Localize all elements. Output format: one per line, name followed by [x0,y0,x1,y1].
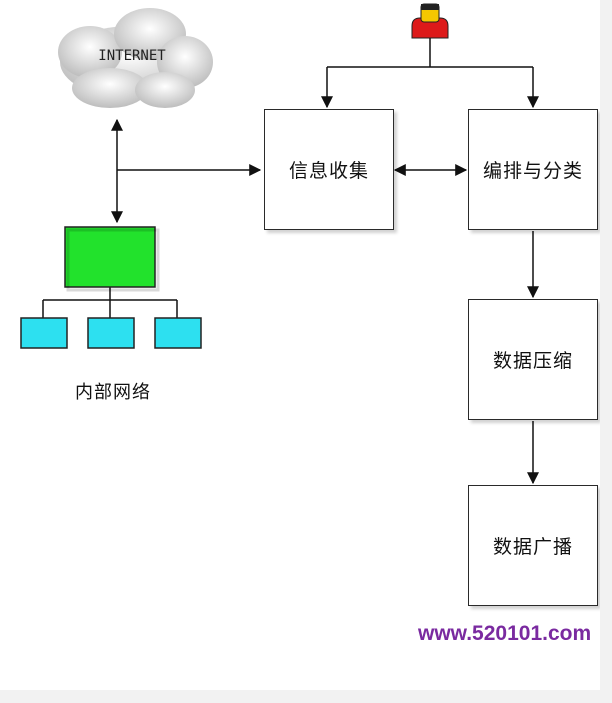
data-broadcast-label: 数据广播 [492,536,573,558]
frame-edge-bottom [0,690,612,703]
user-body [411,17,449,39]
network-switch-icon [64,226,156,288]
info-collection-label: 信息收集 [288,160,369,182]
data-broadcast-box: 数据广播 [468,485,598,606]
sort-classify-label: 编排与分类 [482,160,583,182]
data-compress-label: 数据压缩 [492,350,573,372]
host-icon-1 [20,317,68,349]
info-collection-box: 信息收集 [264,109,394,230]
data-compress-box: 数据压缩 [468,299,598,420]
internet-label: INTERNET [98,48,166,64]
host-icon-3 [154,317,202,349]
host-icon-2 [87,317,135,349]
host-computers [20,317,202,349]
connector-lines [42,38,539,485]
watermark-text: www.520101.com [418,622,592,645]
internet-cloud-icon [58,8,213,108]
frame-edge-right [600,0,612,703]
internal-network-label: 内部网络 [75,382,151,403]
user-icon [411,3,449,39]
sort-classify-box: 编排与分类 [468,109,598,230]
